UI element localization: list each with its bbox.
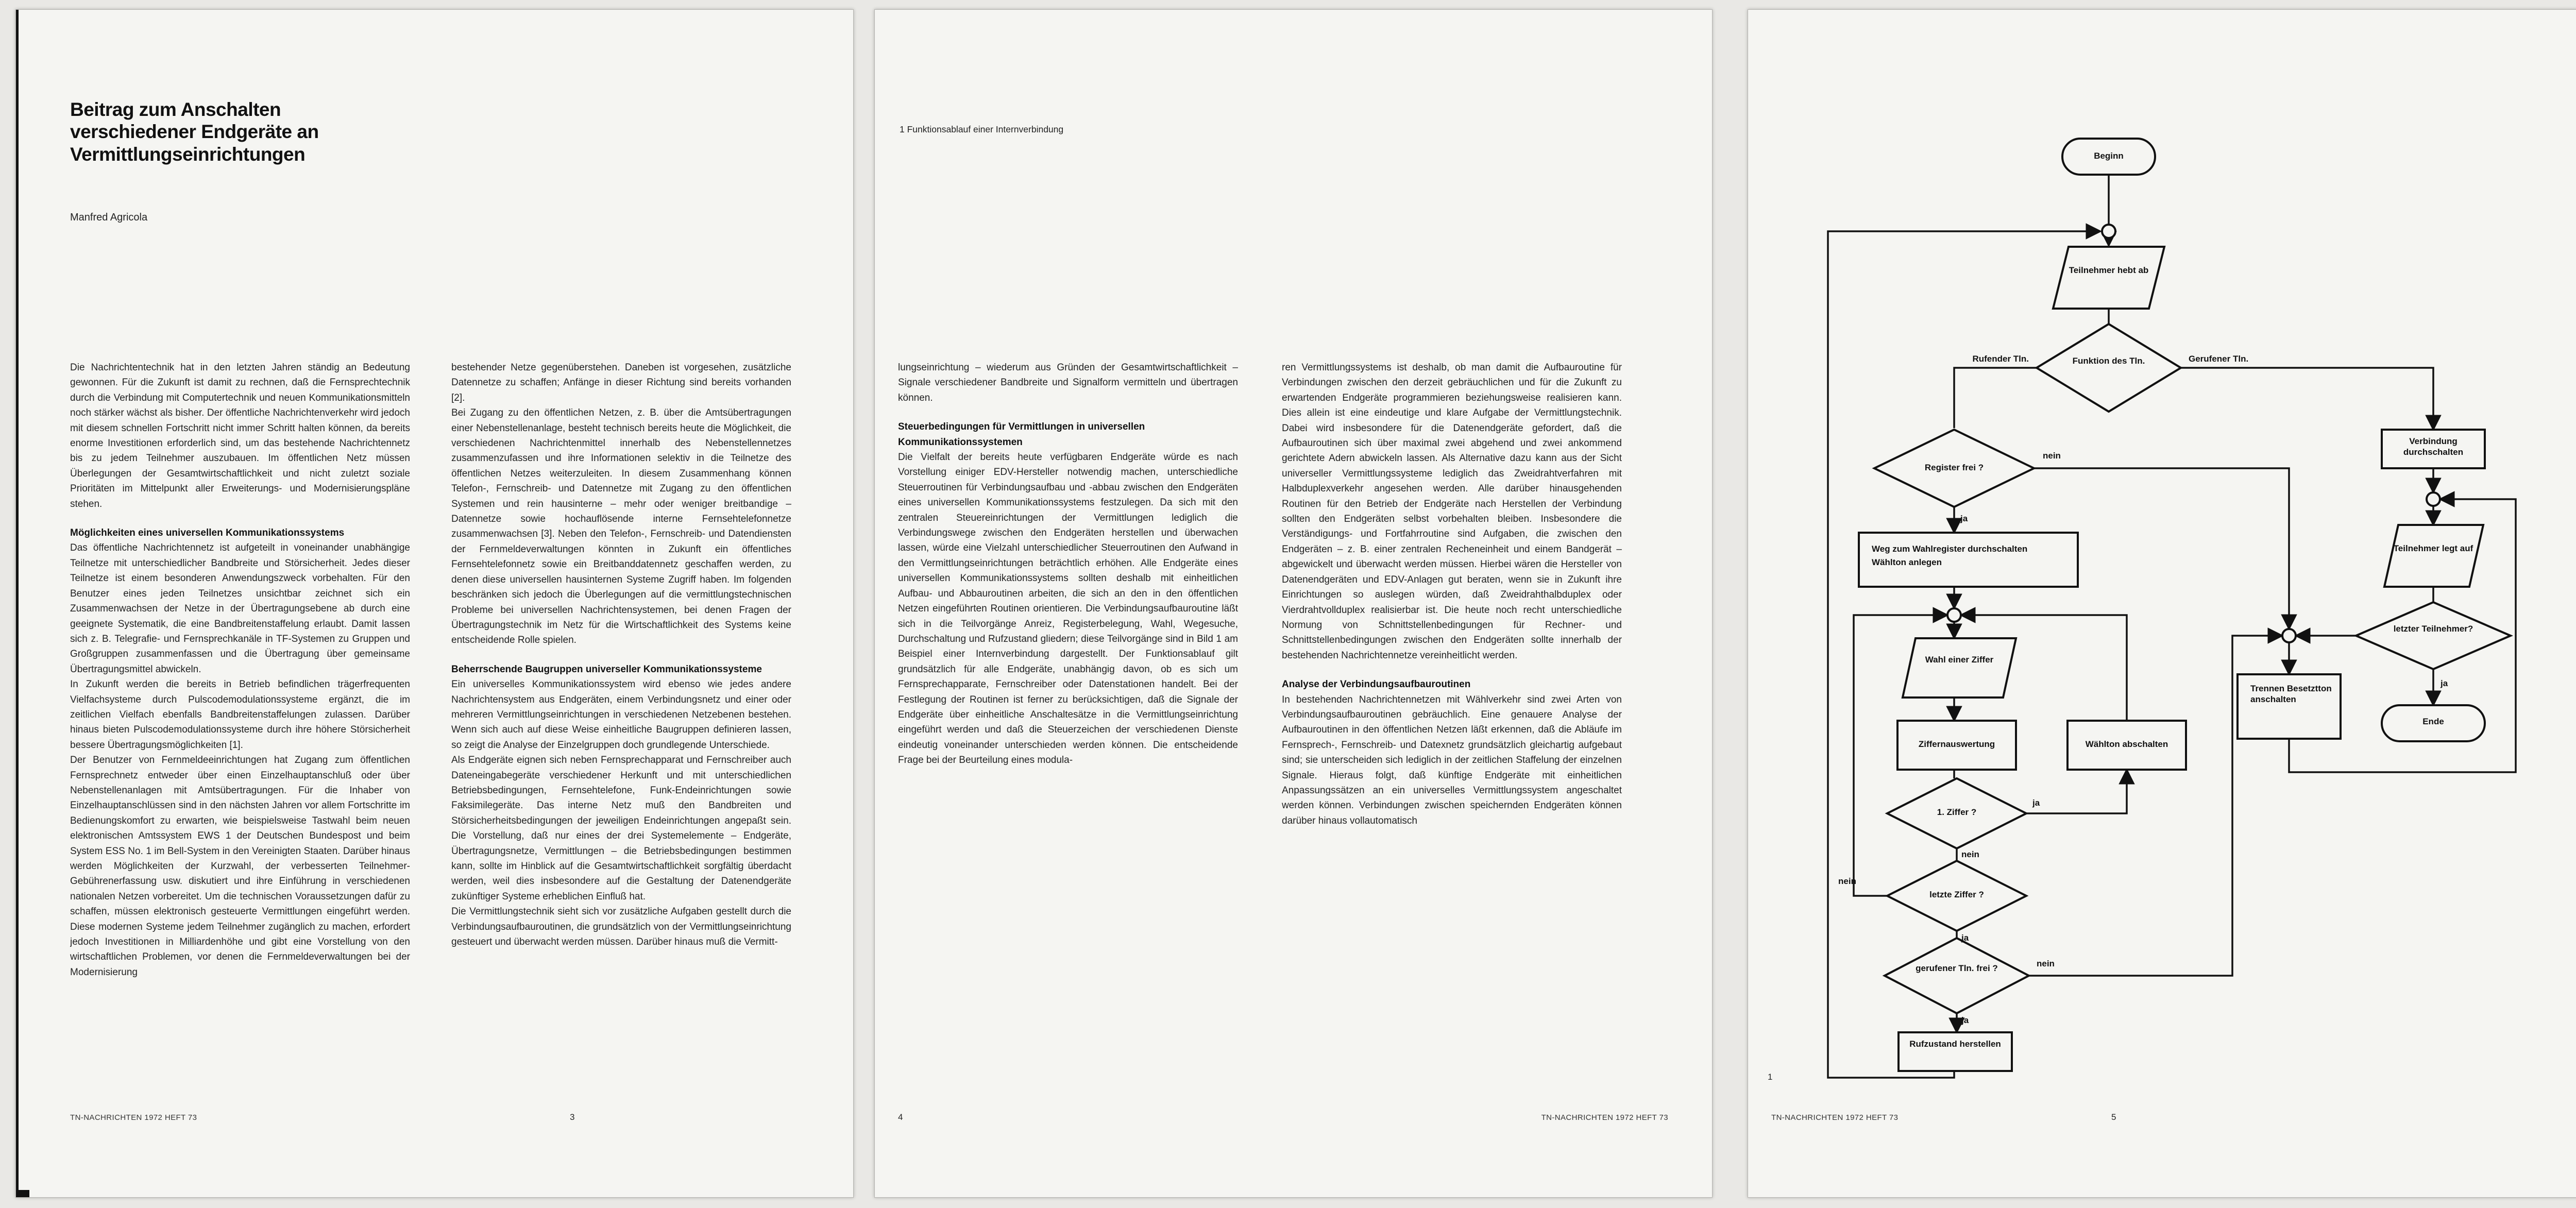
label-waehlton-abschalten: Wählton abschalten <box>2085 739 2168 749</box>
edge-feedback-m0 <box>1827 223 2102 1079</box>
page-number: 5 <box>2111 1112 2116 1122</box>
label-beginn: Beginn <box>2094 151 2124 161</box>
node-letzte-ziffer <box>1885 859 2029 932</box>
section-heading: Analyse der Verbindungsaufbauroutinen <box>1282 679 1471 690</box>
node-beginn <box>2061 138 2156 176</box>
connector-m1 <box>1946 607 1962 623</box>
edge-erste-ja <box>2026 768 2135 814</box>
label-funktion-des-tln: Funktion des Tln. <box>2072 356 2145 366</box>
edge-geruf-nein <box>2029 627 2284 977</box>
node-register-frei <box>1872 428 2037 508</box>
node-verbindung-durchschalten <box>2381 429 2486 469</box>
paragraph: lungseinrichtung – wiederum aus Gründen … <box>898 362 1238 403</box>
flowchart-shapes <box>1827 138 2517 1079</box>
node-wahl-einer-ziffer <box>1901 637 2018 699</box>
page-number: 4 <box>898 1112 903 1122</box>
node-waehlton-abschalten <box>2066 720 2187 771</box>
label-verbindung: Verbindung durchschalten <box>2403 436 2464 457</box>
page4-column-2: ren Vermittlungssystems ist deshalb, ob … <box>1282 360 1622 1081</box>
connector-m3 <box>2426 491 2441 507</box>
paragraph: ren Vermittlungssystems ist deshalb, ob … <box>1282 362 1622 661</box>
author-name: Manfred Agricola <box>70 212 148 223</box>
figure-number: 1 <box>1768 1072 1773 1082</box>
label-nein-geruf: nein <box>2037 959 2055 968</box>
label-ja-letzte: ja <box>1961 933 1969 943</box>
label-letzter-teilnehmer: letzter Teilnehmer? <box>2393 624 2473 634</box>
paragraph: Bei Zugang zu den öffentlichen Netzen, z… <box>451 407 791 646</box>
label-ende: Ende <box>2422 717 2444 726</box>
section-heading: Beherrschende Baugruppen universeller Ko… <box>451 663 762 675</box>
node-erste-ziffer <box>1885 777 2029 850</box>
node-ende <box>2381 704 2486 742</box>
node-weg-wahlregister <box>1858 532 2079 588</box>
label-ziffernauswertung: Ziffernauswertung <box>1918 739 1995 749</box>
label-rufender-tln: Rufender Tln. <box>1972 354 2029 364</box>
label-letzte-ziffer: letzte Ziffer ? <box>1929 890 1984 899</box>
edge-register-nein <box>2034 467 2297 631</box>
label-ja-letzter: ja <box>2441 678 2448 688</box>
paragraph: In Zukunft werden die bereits in Betrieb… <box>70 679 410 751</box>
node-gerufener-tln-frei <box>1882 937 2031 1015</box>
page-number: 3 <box>570 1112 575 1122</box>
label-wahl-einer-ziffer: Wahl einer Ziffer <box>1925 655 1994 665</box>
journal-footer: TN-NACHRICHTEN 1972 HEFT 73 <box>1771 1113 1899 1122</box>
node-teilnehmer-legt-auf <box>2383 524 2485 588</box>
page-5-flowchart: Beginn Teilnehmer hebt ab Funktion des T… <box>1748 9 2576 1198</box>
edge-waehlton-m1 <box>1959 607 2128 721</box>
node-funktion-des-tln <box>2035 322 2183 413</box>
journal-footer: TN-NACHRICHTEN 1972 HEFT 73 <box>70 1113 197 1122</box>
article-title: Beitrag zum Anschalten verschiedener End… <box>70 99 319 165</box>
page3-column-1: Die Nachrichtentechnik hat in den letzte… <box>70 360 410 1081</box>
label-nein-erste: nein <box>1961 849 1979 859</box>
figure-caption: 1 Funktionsablauf einer Internverbindung <box>900 124 1064 134</box>
paragraph: Die Nachrichtentechnik hat in den letzte… <box>70 362 410 509</box>
label-register-frei: Register frei ? <box>1924 463 1984 472</box>
label-ja-register: ja <box>1960 514 1968 523</box>
edge-gerufener <box>2181 367 2442 431</box>
connector-m2 <box>2281 628 2297 643</box>
section-heading: Steuerbedingungen für Vermittlungen in u… <box>898 421 1145 448</box>
label-legt-auf: Teilnehmer legt auf <box>2393 543 2473 553</box>
paragraph: Die Vermittlungstechnik sieht sich vor z… <box>451 906 791 948</box>
paragraph: Die Vielfalt der bereits heute verfügbar… <box>898 452 1238 766</box>
page-3: Beitrag zum Anschalten verschiedener End… <box>15 9 854 1198</box>
edge-letzte-nein-loop <box>1853 607 1949 897</box>
page4-column-1: lungseinrichtung – wiederum aus Gründen … <box>898 360 1238 1081</box>
paragraph: Ein universelles Kommunikationssystem wi… <box>451 679 791 751</box>
paragraph: bestehender Netze gegenüberstehen. Daneb… <box>451 362 791 403</box>
node-trennen-besetztton <box>2236 673 2342 740</box>
node-letzter-teilnehmer <box>2353 601 2514 671</box>
label-ja-geruf: ja <box>1961 1015 1969 1025</box>
journal-footer: TN-NACHRICHTEN 1972 HEFT 73 <box>1541 1113 1668 1122</box>
page-4: 1 Funktionsablauf einer Internverbindung… <box>874 9 1713 1198</box>
paragraph: In bestehenden Nachrichtennetzen mit Wäh… <box>1282 694 1622 826</box>
label-rufzustand: Rufzustand herstellen <box>1909 1039 2001 1049</box>
section-heading: Möglichkeiten eines universellen Kommuni… <box>70 528 345 539</box>
node-rufzustand-herstellen <box>1897 1031 2013 1072</box>
label-trennen: Trennen Besetztton anschalten <box>2250 684 2332 704</box>
label-gerufener-frei: gerufener Tln. frei ? <box>1916 963 1998 973</box>
label-gerufener-tln: Gerufener Tln. <box>2189 354 2249 364</box>
connector-m0 <box>2101 224 2116 239</box>
edge-rufender <box>1953 367 2037 428</box>
label-ja-erste: ja <box>2032 798 2040 808</box>
paragraph: Das öffentliche Nachrichtennetz ist aufg… <box>70 542 410 675</box>
node-ziffernauswertung <box>1896 720 2017 771</box>
page3-column-2: bestehender Netze gegenüberstehen. Daneb… <box>451 360 791 1081</box>
label-erste-ziffer: 1. Ziffer ? <box>1937 807 1977 817</box>
flowchart-figure: Beginn Teilnehmer hebt ab Funktion des T… <box>1748 128 2576 1081</box>
label-weg-line2: Wählton anlegen <box>1872 557 1942 567</box>
label-weg-line1: Weg zum Wahlregister durchschalten <box>1872 544 2028 554</box>
label-nein-register: nein <box>2043 451 2061 461</box>
edge-trennen-m3 <box>2288 491 2517 773</box>
paragraph: Als Endgeräte eignen sich neben Fernspre… <box>451 755 791 902</box>
node-teilnehmer-hebt-ab <box>2052 246 2166 310</box>
label-teilnehmer-hebt-ab: Teilnehmer hebt ab <box>2069 265 2149 275</box>
paragraph: Der Benutzer von Fernmeldeeinrichtungen … <box>70 755 410 978</box>
label-nein-letzte: nein <box>1838 876 1856 886</box>
